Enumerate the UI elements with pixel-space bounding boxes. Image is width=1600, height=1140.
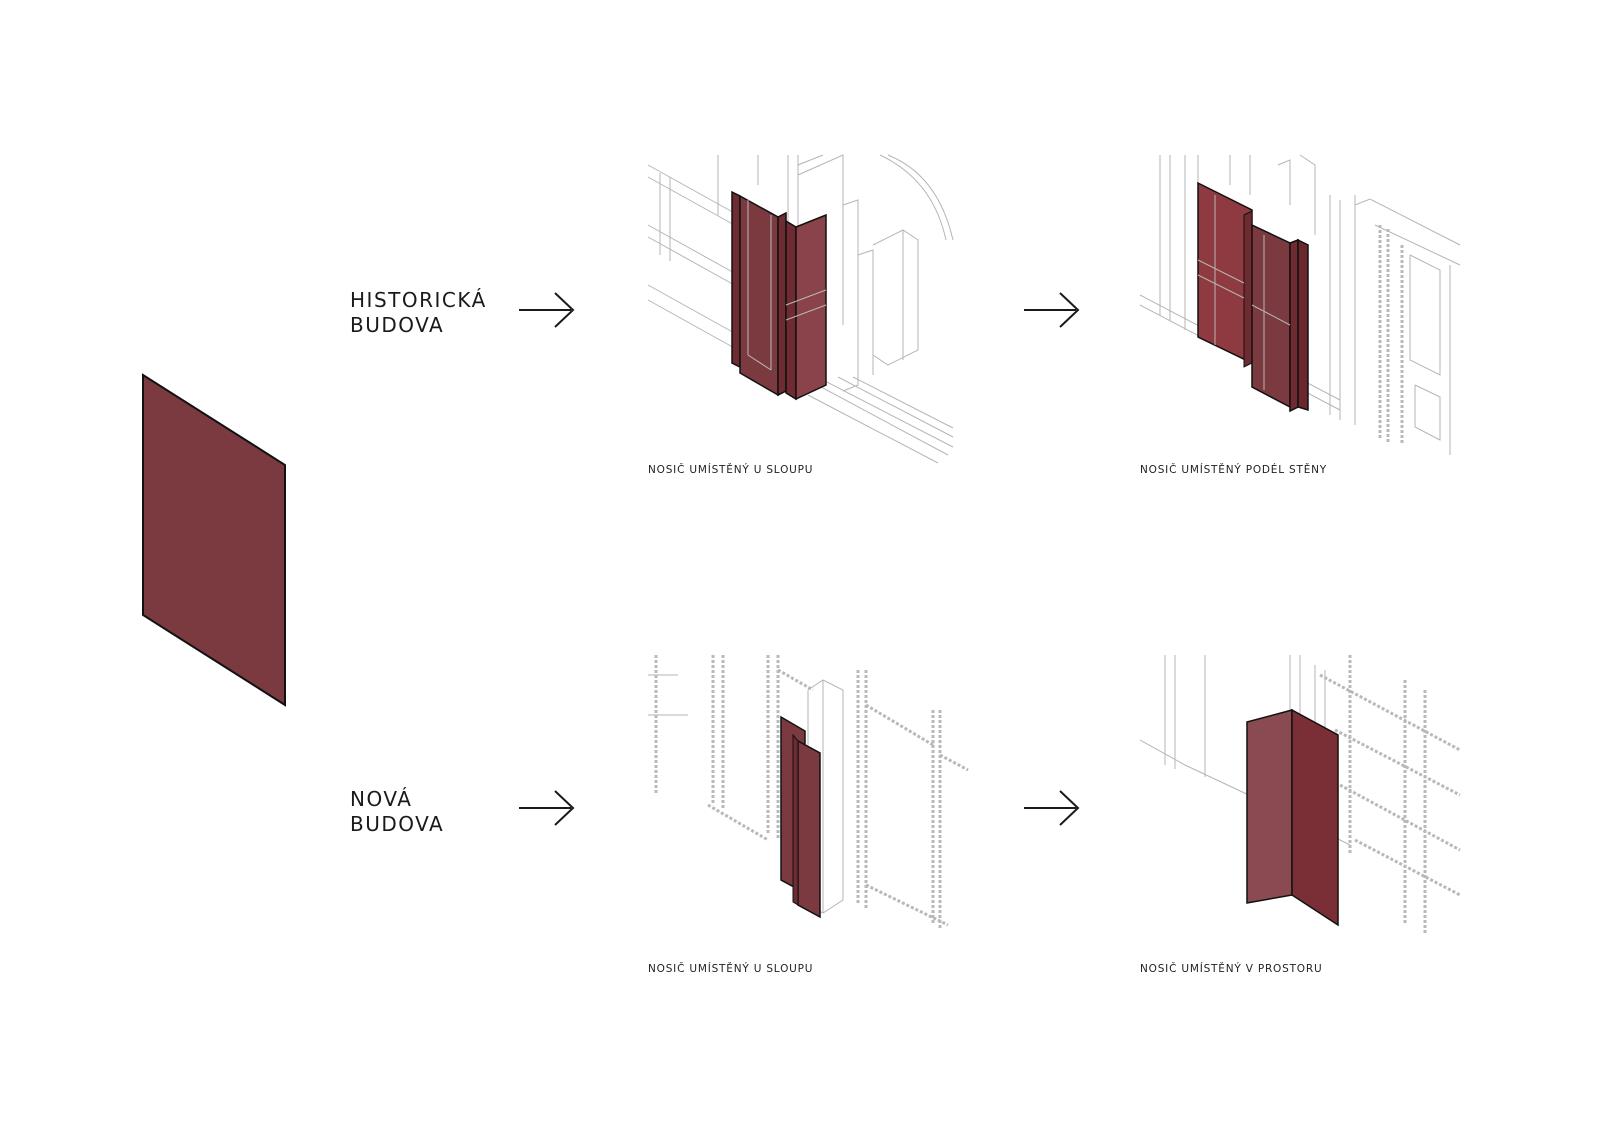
- diagram-historic-column: [647, 154, 954, 464]
- diagram-historic-wall: [1139, 154, 1461, 455]
- panel-element-icon: [142, 373, 286, 707]
- row-label-historic: HISTORICKÁ BUDOVA: [350, 288, 487, 337]
- arrow-right-icon: [519, 790, 575, 826]
- row-label-new: NOVÁ BUDOVA: [350, 787, 445, 836]
- caption-new-space: NOSIČ UMÍSTĚNÝ V PROSTORU: [1140, 963, 1323, 975]
- arrow-right-icon: [1024, 292, 1080, 328]
- caption-new-column: NOSIČ UMÍSTĚNÝ U SLOUPU: [648, 963, 814, 975]
- caption-historic-column: NOSIČ UMÍSTĚNÝ U SLOUPU: [648, 464, 814, 476]
- diagram-new-column: [648, 655, 969, 930]
- arrow-right-icon: [1024, 790, 1080, 826]
- diagram-new-space: [1139, 655, 1461, 935]
- caption-historic-wall: NOSIČ UMÍSTĚNÝ PODÉL STĚNY: [1140, 464, 1327, 476]
- arrow-right-icon: [519, 292, 575, 328]
